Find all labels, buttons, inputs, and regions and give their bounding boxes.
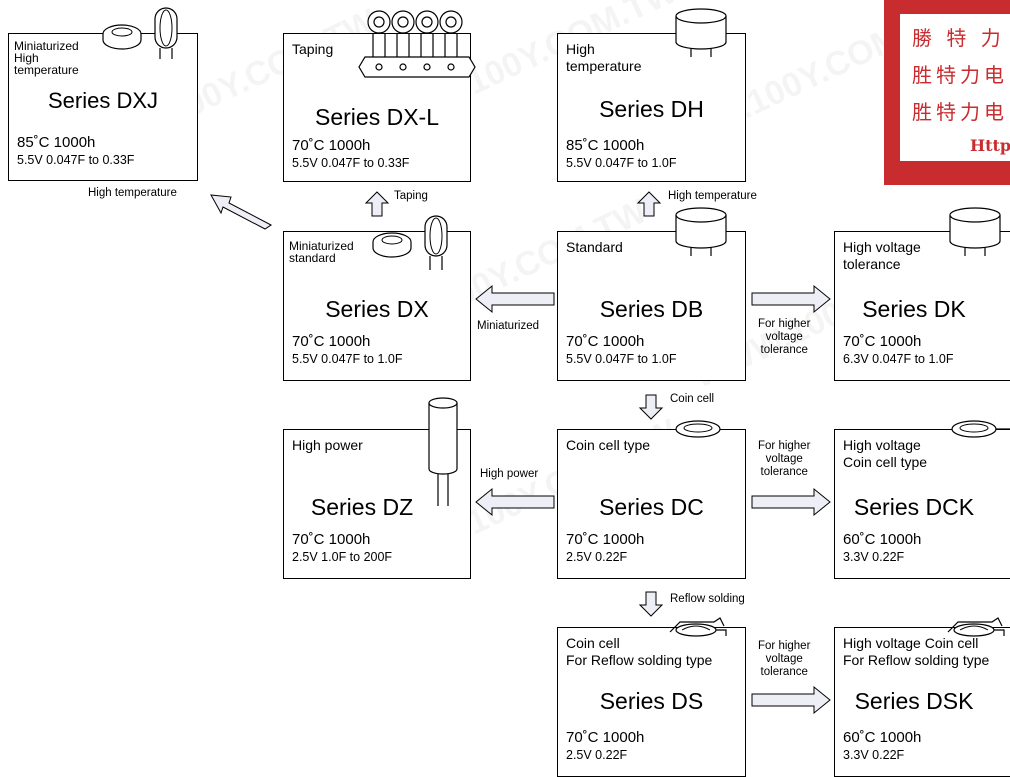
dck-coin-cell-icon [951,420,1010,438]
db-capacitor-icon [675,207,727,256]
label-reflow-solding: Reflow solding [670,593,745,605]
series-dx-box: Miniaturized standard Series DX 70˚C 100… [283,231,471,381]
series-dxl-title: Series DX-L [315,104,439,130]
arrow-to-ds [638,591,664,617]
series-dsk-spec: 60˚C 1000h [843,729,922,746]
series-dck-range: 3.3V 0.22F [843,550,905,564]
series-dk-spec: 70˚C 1000h [843,333,922,350]
arrow-to-dh [636,191,662,217]
arrow-to-dc [638,394,664,420]
taping-strip-icon [358,10,476,78]
label-high-temperature-top: High temperature [668,190,757,202]
arrow-to-dx [475,284,555,314]
label-high-power: High power [480,468,539,480]
arrow-to-dxl [364,191,390,217]
label-higher-voltage-2: For higher voltage tolerance [758,440,811,478]
series-dxj-box: Miniaturized High temperature Series DXJ… [8,33,198,181]
series-db-box: Standard Series DB 70˚C 1000h 5.5V 0.047… [557,231,746,381]
series-dxl-range: 5.5V 0.047F to 0.33F [292,156,410,170]
series-dz-range: 2.5V 1.0F to 200F [292,550,393,564]
dsk-reflow-coin-icon [947,617,1005,637]
series-dk-head: High voltage tolerance [843,239,921,272]
series-dc-range: 2.5V 0.22F [566,550,628,564]
series-ds-spec: 70˚C 1000h [566,729,645,746]
series-ds-box: Coin cell For Reflow solding type Series… [557,627,746,777]
arrow-to-dk [751,284,831,314]
series-dz-title: Series DZ [310,494,414,520]
series-dck-box: High voltage Coin cell type Series DCK 6… [834,429,1010,579]
series-dxj-range: 5.5V 0.047F to 0.33F [17,153,135,167]
stamp-url: Http [970,136,1010,155]
series-dc-head: Coin cell type [566,437,651,453]
series-db-range: 5.5V 0.047F to 1.0F [566,352,677,366]
series-dc-title: Series DC [599,494,704,520]
series-dxj-title: Series DXJ [47,88,159,113]
label-coin-cell: Coin cell [670,393,715,405]
series-dck-spec: 60˚C 1000h [843,531,922,548]
series-dz-head: High power [292,437,363,453]
series-db-spec: 70˚C 1000h [566,333,645,350]
arrow-to-dck [751,487,831,517]
series-dh-range: 5.5V 0.047F to 1.0F [566,156,677,170]
label-taping: Taping [394,190,428,202]
series-dh-spec: 85˚C 1000h [566,137,645,154]
series-ds-range: 2.5V 0.22F [566,748,628,762]
label-miniaturized: Miniaturized [477,320,539,332]
series-dx-spec: 70˚C 1000h [292,333,371,350]
series-dk-title: Series DK [862,296,966,322]
series-dh-title: Series DH [599,96,704,122]
series-ds-head: Coin cell For Reflow solding type [566,635,713,668]
series-dsk-range: 3.3V 0.22F [843,748,905,762]
dk-capacitor-icon [949,207,1001,256]
arrow-to-dz [475,487,555,517]
stamp-line-2: 胜特力电 [912,63,1008,87]
series-dxl-head: Taping [292,41,334,57]
series-dsk-title: Series DSK [854,688,974,714]
label-higher-voltage-3: For higher voltage tolerance [758,640,811,678]
series-dc-box: Coin cell type Series DC 70˚C 1000h 2.5V… [557,429,746,579]
dx-capacitor-icon [372,215,448,270]
ds-reflow-coin-icon [669,617,727,637]
series-db-title: Series DB [599,296,704,322]
series-dck-title: Series DCK [853,494,975,520]
company-stamp: 勝 特 力 胜特力电 胜特力电 Http [884,0,1010,185]
series-dh-head: High temperature [566,41,642,74]
series-dxl-spec: 70˚C 1000h [292,137,371,154]
series-dk-box: High voltage tolerance Series DK 70˚C 10… [834,231,1010,381]
series-dc-spec: 70˚C 1000h [566,531,645,548]
stamp-line-1: 勝 特 力 [912,26,1005,50]
stamp-line-3: 胜特力电 [912,100,1008,124]
series-dx-head: Miniaturized standard [289,239,354,265]
label-high-temperature-left: High temperature [88,187,177,199]
series-dh-box: High temperature Series DH 85˚C 1000h 5.… [557,33,746,182]
label-higher-voltage-1: For higher voltage tolerance [758,318,811,356]
series-dx-range: 5.5V 0.047F to 1.0F [292,352,403,366]
dxj-capacitor-icon [102,7,178,59]
arrow-to-dsk [751,685,831,715]
company-stamp-inner: 勝 特 力 胜特力电 胜特力电 Http [900,14,1010,161]
series-dz-spec: 70˚C 1000h [292,531,371,548]
dz-capacitor-icon [428,397,458,506]
series-dx-title: Series DX [325,296,429,322]
series-dsk-head: High voltage Coin cell For Reflow soldin… [843,635,990,668]
series-dk-range: 6.3V 0.047F to 1.0F [843,352,954,366]
series-ds-title: Series DS [599,688,704,714]
series-dsk-box: High voltage Coin cell For Reflow soldin… [834,627,1010,777]
series-dxj-spec: 85˚C 1000h [17,134,96,151]
dc-coin-cell-icon [675,420,721,438]
series-dxj-head: Miniaturized High temperature [14,39,79,77]
arrow-to-dxj [210,194,272,230]
series-dck-head: High voltage Coin cell type [843,437,928,470]
series-db-head: Standard [566,239,623,255]
dh-capacitor-icon [675,8,727,57]
